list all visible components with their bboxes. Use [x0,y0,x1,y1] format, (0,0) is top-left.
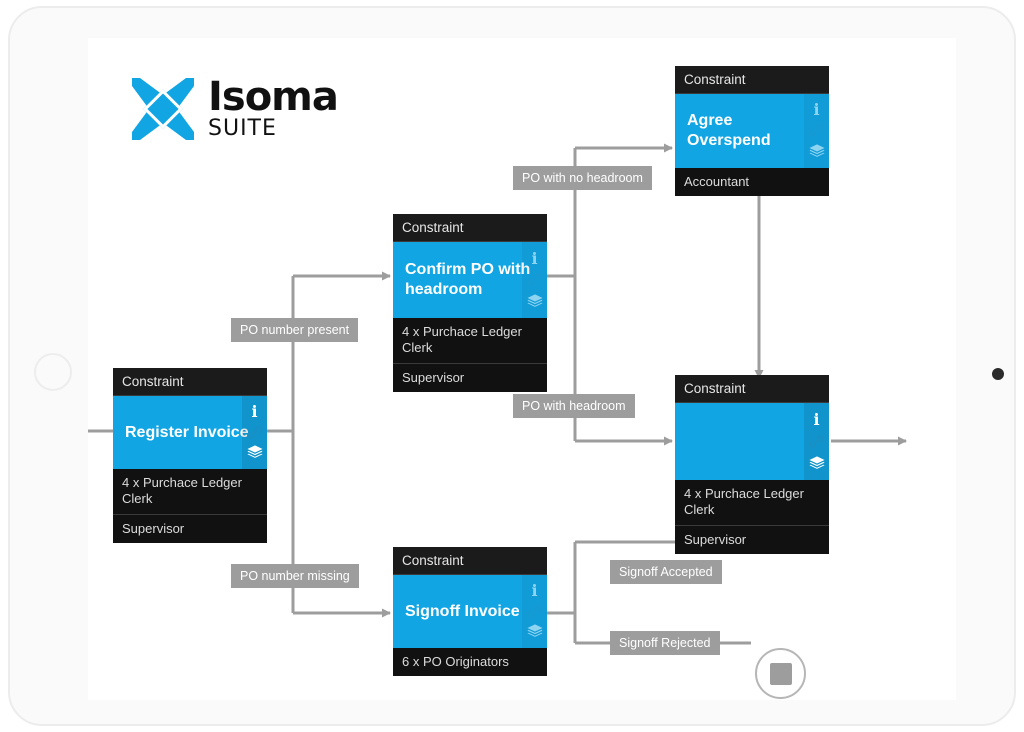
node-role: Accountant [684,174,750,189]
node-icon-strip[interactable]: i [522,575,547,648]
node-body[interactable]: Signoff Invoice i [393,575,547,648]
logo-brand-sub: SUITE [208,116,277,141]
link-icon[interactable] [247,424,263,440]
node-icon-strip[interactable]: i [804,403,829,480]
link-icon[interactable] [809,433,825,449]
node-header: Constraint [393,547,547,575]
node-body[interactable]: Agree Overspend i [675,94,829,168]
stop-square-icon [769,662,792,685]
node-role: Supervisor [113,513,267,543]
node-icon-strip[interactable]: i [804,94,829,168]
diagram-canvas[interactable]: Isoma SUITE [88,38,956,700]
logo-wordmark: Isoma SUITE [208,74,339,141]
logo-brand-name: Isoma [208,74,339,120]
node-title: Signoff Invoice [405,602,520,620]
isoma-logo-mark [132,77,194,140]
node-header: Constraint [113,368,267,396]
link-icon[interactable] [527,272,543,288]
tablet-frame: Isoma SUITE [8,6,1016,726]
node-role: Supervisor [393,362,547,392]
edge-label-po-number-present: PO number present [231,318,359,342]
logo-triangle-right-icon [177,85,194,132]
node-role: 6 x PO Originators [402,654,509,669]
node-header: Constraint [675,66,829,94]
node-register-invoice[interactable]: Constraint Register Invoice i 4 x Purcha… [113,368,267,543]
node-role: 4 x Purchace Ledger Clerk [402,324,522,356]
info-icon[interactable]: i [531,581,538,601]
edge-label-po-with-headroom: PO with headroom [513,394,635,418]
link-icon[interactable] [809,123,825,139]
logo-triangle-left-icon [132,85,149,132]
node-confirm-po-with-headroom[interactable]: Constraint Confirm PO with headroom i 4 … [393,214,547,392]
node-icon-strip[interactable]: i [242,396,267,469]
node-body[interactable]: Confirm PO with headroom i [393,242,547,318]
edge-label-po-number-missing: PO number missing [231,564,359,588]
info-icon[interactable]: i [813,409,820,429]
link-icon[interactable] [527,603,543,619]
node-header: Constraint [675,375,829,403]
node-body[interactable]: Register Invoice i [113,396,267,469]
logo-triangle-top-icon [140,77,186,95]
info-icon[interactable]: i [531,248,538,268]
edge-label-signoff-rejected: Signoff Rejected [610,631,720,655]
layers-icon[interactable] [808,455,825,471]
node-unnamed-task[interactable]: Constraint i 4 x Purchace Ledger Clerk S… [675,375,829,554]
layers-icon[interactable] [246,445,263,461]
edge-label-po-with-no-headroom: PO with no headroom [513,166,652,190]
isoma-logo: Isoma SUITE [132,74,339,141]
node-signoff-invoice[interactable]: Constraint Signoff Invoice i 6 x PO Orig… [393,547,547,677]
info-icon[interactable]: i [813,100,820,120]
node-role: 4 x Purchace Ledger Clerk [684,486,804,518]
node-body[interactable]: i [675,403,829,480]
node-title: Agree Overspend [687,112,771,149]
layers-icon[interactable] [526,624,543,640]
node-role: 4 x Purchace Ledger Clerk [122,475,242,507]
layers-icon[interactable] [526,293,543,309]
node-role: Supervisor [675,524,829,554]
node-agree-overspend[interactable]: Constraint Agree Overspend i Accountant [675,66,829,197]
node-title: Register Invoice [125,423,249,441]
layers-icon[interactable] [808,144,825,160]
home-button[interactable] [34,353,72,391]
edge-label-signoff-accepted: Signoff Accepted [610,560,722,584]
node-header: Constraint [393,214,547,242]
end-node[interactable] [755,648,806,699]
node-title: Confirm PO with headroom [405,261,531,298]
node-icon-strip[interactable]: i [522,242,547,318]
front-camera-icon [992,368,1004,380]
info-icon[interactable]: i [251,402,258,422]
logo-triangle-bottom-icon [140,122,186,140]
